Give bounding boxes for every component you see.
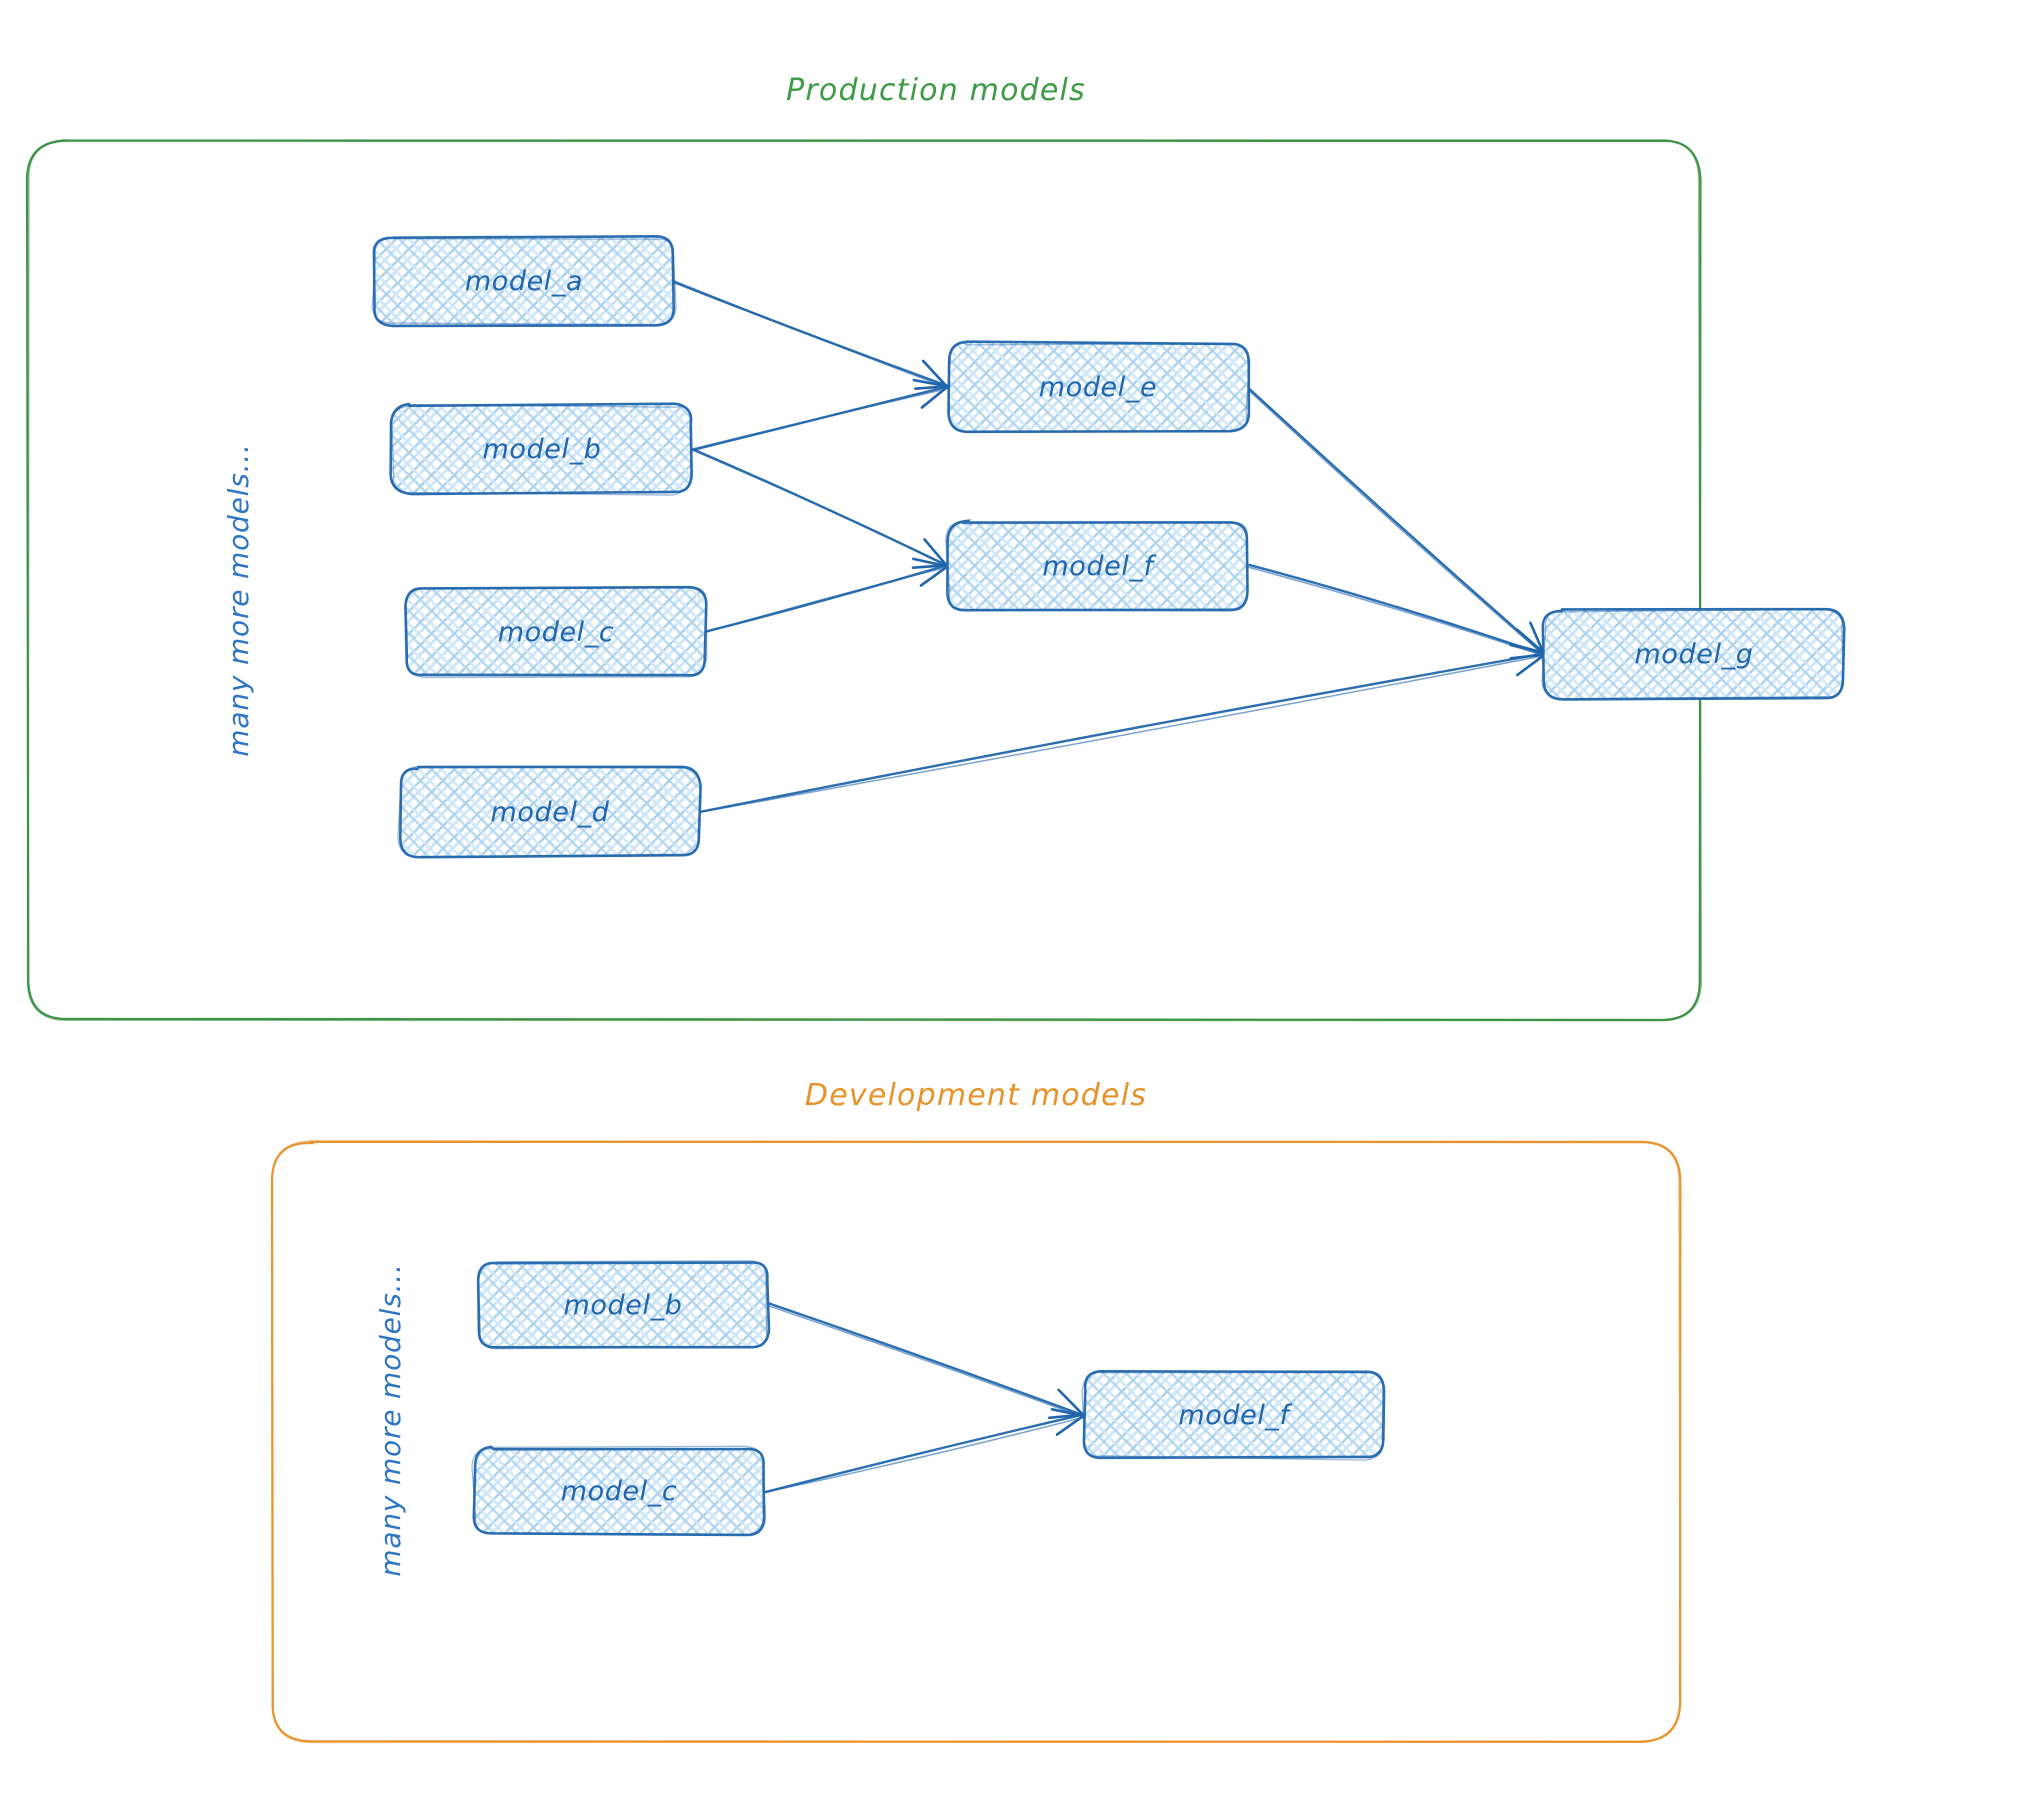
node-p_model_a[interactable]: model_a <box>371 235 677 328</box>
node-p_model_d[interactable]: model_d <box>397 765 702 859</box>
side-label-development: many more models... <box>374 1263 407 1576</box>
node-label: model_e <box>1039 372 1157 403</box>
edge-p_model_b-to-p_model_e <box>689 378 950 452</box>
group-container-development <box>270 1140 1682 1744</box>
node-label: model_a <box>465 266 583 297</box>
edge-p_model_a-to-p_model_e <box>673 280 950 390</box>
edge-p_model_f-to-p_model_g <box>1246 563 1547 660</box>
node-label: model_f <box>1042 551 1156 582</box>
group-container-production <box>25 139 1703 1022</box>
node-p_model_f[interactable]: model_f <box>945 519 1249 612</box>
node-d_model_c[interactable]: model_c <box>471 1445 767 1537</box>
edge-p_model_e-to-p_model_g <box>1245 385 1546 657</box>
node-label: model_g <box>1635 639 1754 670</box>
group-title-development: Development models <box>805 1078 1147 1113</box>
edge-p_model_b-to-p_model_f <box>692 447 950 569</box>
node-label: model_d <box>491 797 610 828</box>
node-label: model_c <box>561 1476 678 1507</box>
edge-p_model_c-to-p_model_f <box>704 557 950 634</box>
node-label: model_c <box>498 617 615 648</box>
node-d_model_f[interactable]: model_f <box>1081 1369 1386 1461</box>
node-p_model_g[interactable]: model_g <box>1541 607 1846 701</box>
node-label: model_b <box>564 1290 683 1321</box>
node-p_model_c[interactable]: model_c <box>404 585 708 679</box>
edge-d_model_b-to-d_model_f <box>765 1302 1086 1420</box>
edge-p_model_d-to-p_model_g <box>699 643 1547 813</box>
node-p_model_b[interactable]: model_b <box>389 402 693 496</box>
node-d_model_b[interactable]: model_b <box>476 1260 771 1350</box>
group-title-production: Production models <box>786 73 1086 108</box>
side-label-production: many more models... <box>222 443 255 756</box>
node-p_model_e[interactable]: model_e <box>947 340 1251 434</box>
node-label: model_f <box>1178 1400 1292 1431</box>
node-label: model_b <box>483 434 602 465</box>
edge-d_model_c-to-d_model_f <box>761 1408 1086 1494</box>
